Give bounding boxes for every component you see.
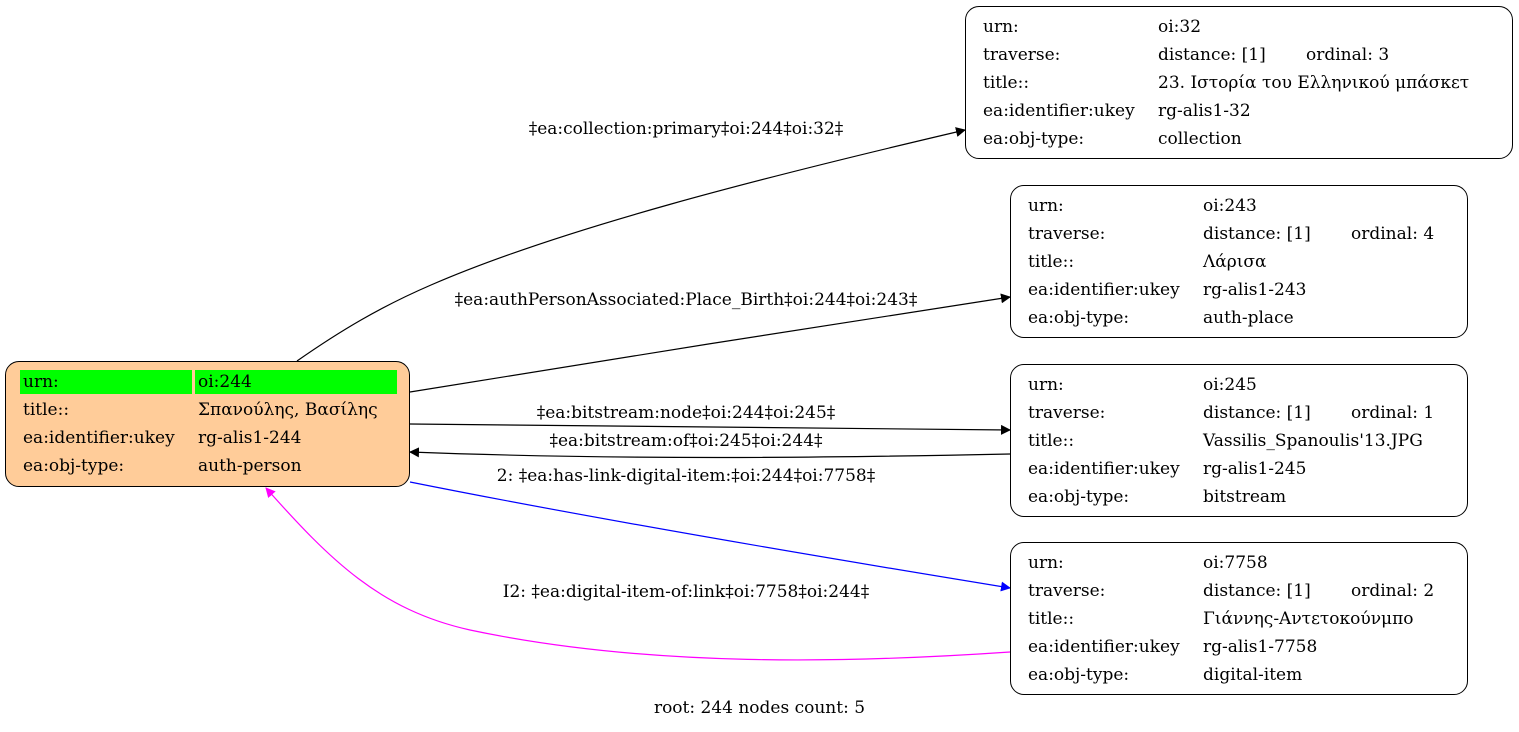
edge-label-collection-primary: ‡ea:collection:primary‡oi:244‡oi:32‡: [529, 119, 844, 139]
node-title-value: Vassilis_Spanoulis'13.JPG: [1203, 431, 1423, 451]
node-ukey-value: rg-alis1-243: [1203, 280, 1307, 300]
node-distance: distance: [1]: [1203, 403, 1311, 423]
node-ukey-key: ea:identifier:ukey: [1028, 280, 1180, 300]
node-urn-key: urn:: [1028, 553, 1064, 573]
edge-digital-item-of: [265, 487, 1011, 661]
node-traverse-key: traverse:: [1028, 403, 1106, 423]
node-ukey-value: rg-alis1-245: [1203, 459, 1307, 479]
node-ukey-key: ea:identifier:ukey: [1028, 637, 1180, 657]
node-ukey-value: rg-alis1-32: [1158, 101, 1251, 121]
root-type-value: auth-person: [198, 456, 302, 476]
node-type-key: ea:obj-type:: [983, 129, 1085, 149]
graph-footer: root: 244 nodes count: 5: [653, 698, 866, 718]
edge-bitstream-of: [409, 447, 1011, 459]
node-distance: distance: [1]: [1203, 224, 1311, 244]
node-title-value: Γιάννης-Αντετοκούνμπο: [1203, 609, 1414, 629]
node-title-key: title::: [1028, 252, 1075, 272]
node-type-key: ea:obj-type:: [1028, 308, 1130, 328]
edge-label-has-link-digital-item: 2: ‡ea:has-link-digital-item:‡oi:244‡oi:…: [497, 466, 876, 486]
node-oi-245[interactable]: urn: oi:245 traverse: distance: [1] ordinal…: [1010, 364, 1468, 517]
node-ordinal: ordinal: 2: [1351, 581, 1435, 601]
node-type-key: ea:obj-type:: [1028, 665, 1130, 685]
node-ordinal: ordinal: 1: [1351, 403, 1435, 423]
node-traverse-key: traverse:: [983, 45, 1061, 65]
node-urn-value: oi:245: [1203, 375, 1257, 395]
node-urn-value: oi:243: [1203, 196, 1257, 216]
node-type-value: collection: [1158, 129, 1242, 149]
node-urn-key: urn:: [983, 17, 1019, 37]
root-type-key: ea:obj-type:: [23, 456, 125, 476]
node-ordinal: ordinal: 4: [1351, 224, 1435, 244]
node-ukey-key: ea:identifier:ukey: [983, 101, 1135, 121]
edge-label-place-birth: ‡ea:authPersonAssociated:Place_Birth‡oi:…: [455, 290, 918, 310]
node-ukey-key: ea:identifier:ukey: [1028, 459, 1180, 479]
node-title-value: 23. Ιστορία του Ελληνικού μπάσκετ: [1158, 73, 1470, 93]
node-title-key: title::: [1028, 431, 1075, 451]
edge-bitstream-node: [409, 423, 1011, 435]
root-urn-key: urn:: [20, 370, 192, 394]
edge-label-bitstream-of: ‡ea:bitstream:of‡oi:245‡oi:244‡: [549, 431, 823, 451]
node-type-value: bitstream: [1203, 487, 1287, 507]
node-type-value: auth-place: [1203, 308, 1294, 328]
node-traverse-key: traverse:: [1028, 581, 1106, 601]
node-ordinal: ordinal: 3: [1306, 45, 1390, 65]
edge-label-bitstream-node: ‡ea:bitstream:node‡oi:244‡oi:245‡: [537, 403, 836, 423]
node-traverse-key: traverse:: [1028, 224, 1106, 244]
node-ukey-value: rg-alis1-7758: [1203, 637, 1318, 657]
node-urn-value: oi:7758: [1203, 553, 1268, 573]
root-title-value: Σπανούλης, Βασίλης: [198, 400, 378, 420]
node-type-key: ea:obj-type:: [1028, 487, 1130, 507]
edge-label-digital-item-of: I2: ‡ea:digital-item-of:link‡oi:7758‡oi:…: [503, 582, 870, 602]
edge-collection-primary: [296, 127, 966, 362]
node-distance: distance: [1]: [1203, 581, 1311, 601]
root-ukey-value: rg-alis1-244: [198, 428, 302, 448]
node-type-value: digital-item: [1203, 665, 1303, 685]
root-urn-value: oi:244: [195, 370, 397, 394]
node-urn-key: urn:: [1028, 196, 1064, 216]
edge-has-link-digital-item: [409, 481, 1011, 592]
node-oi-7758[interactable]: urn: oi:7758 traverse: distance: [1] ordina…: [1010, 542, 1468, 695]
node-title-key: title::: [983, 73, 1030, 93]
node-title-key: title::: [1028, 609, 1075, 629]
edge-place-birth: [409, 293, 1011, 393]
root-ukey-key: ea:identifier:ukey: [23, 428, 175, 448]
node-urn-key: urn:: [1028, 375, 1064, 395]
node-urn-value: oi:32: [1158, 17, 1202, 37]
node-oi-243[interactable]: urn: oi:243 traverse: distance: [1] ordinal…: [1010, 185, 1468, 338]
node-oi-32[interactable]: urn: oi:32 traverse: distance: [1] ordinal:…: [965, 6, 1513, 159]
root-title-key: title::: [23, 400, 70, 420]
node-distance: distance: [1]: [1158, 45, 1266, 65]
node-title-value: Λάρισα: [1203, 252, 1267, 272]
root-node[interactable]: urn: oi:244 title:: Σπανούλης, Βασίλης e…: [5, 361, 410, 487]
